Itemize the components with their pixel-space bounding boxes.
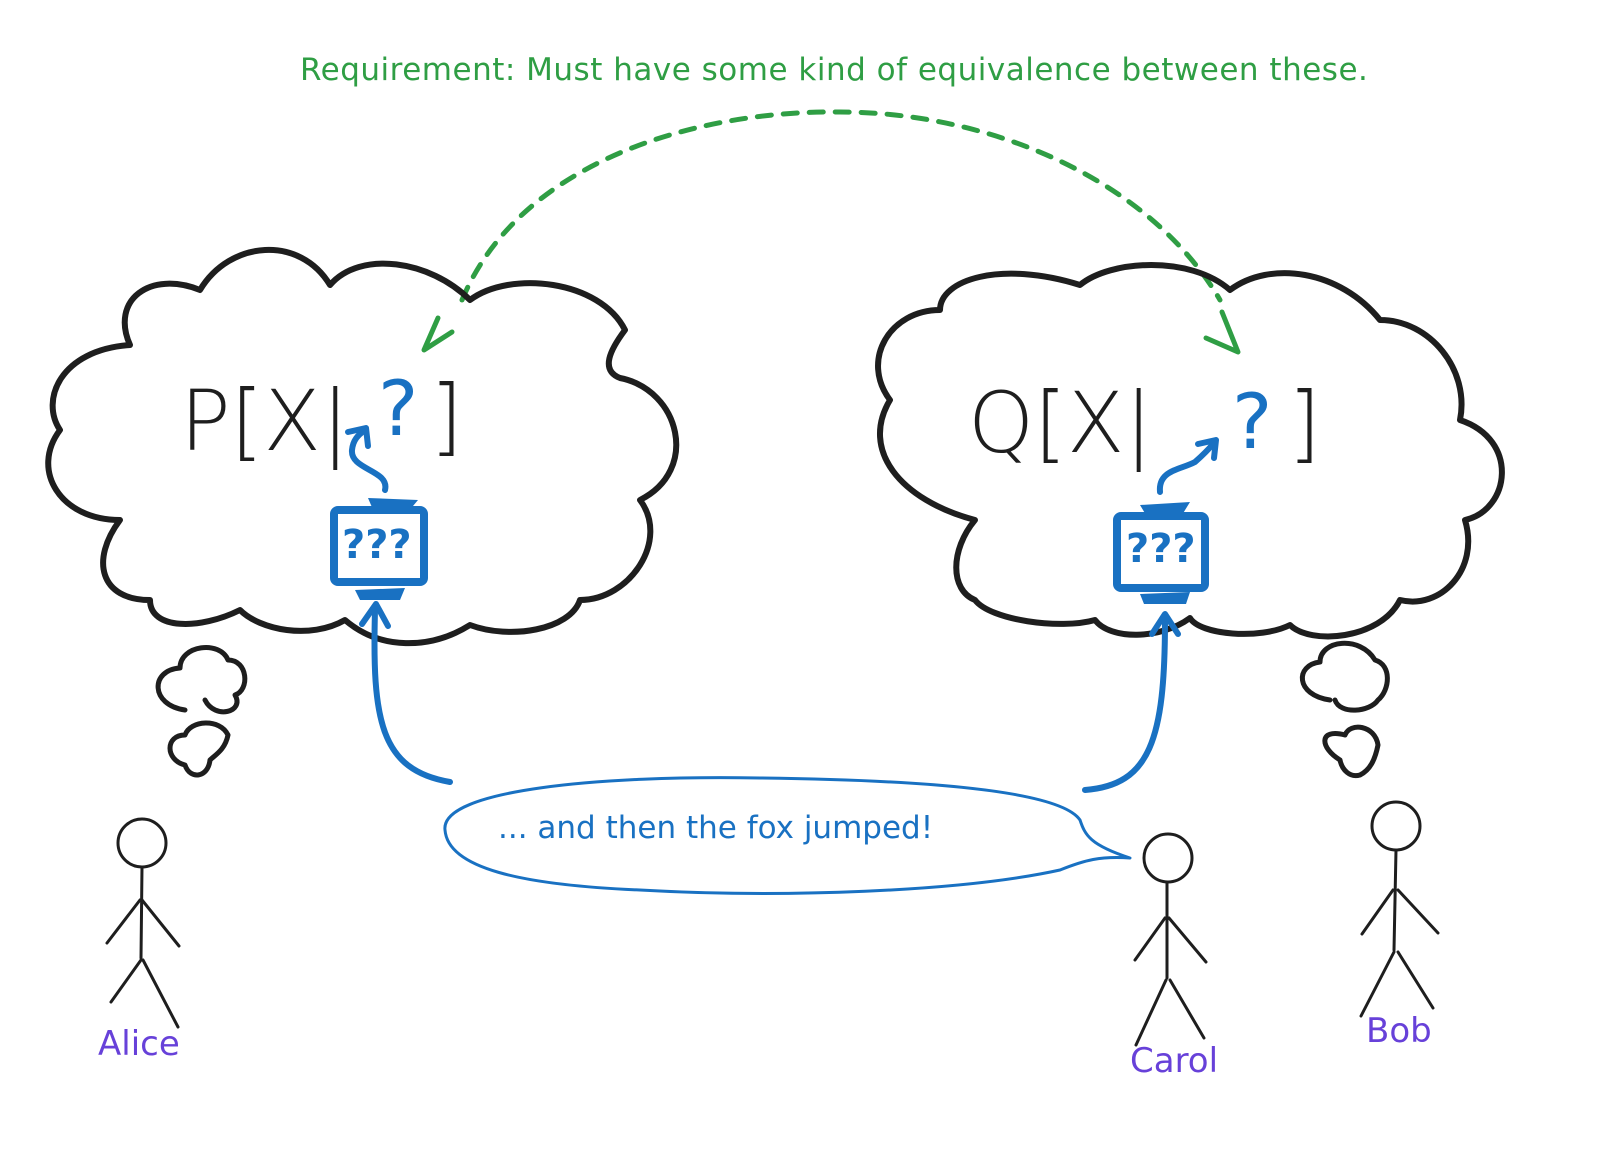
speech-bubble-outline (443, 776, 1132, 895)
thought-puff-right-large (1300, 640, 1390, 713)
alice-arms (105, 898, 181, 948)
bob-body (1392, 848, 1398, 952)
speech-bubble: ... and then the fox jumped! (443, 776, 1132, 895)
carol-legs (1134, 978, 1206, 1047)
alice-legs (109, 958, 180, 1029)
model-monitor-right-icon: ??? (1113, 502, 1209, 604)
input-arrow-right (1082, 617, 1168, 793)
equivalence-arrow (421, 109, 1241, 355)
squiggle-arrowhead-right-icon (1195, 437, 1219, 461)
monitor-left-screen-text: ??? (342, 522, 412, 568)
person-bob: Bob (1359, 800, 1440, 1051)
person-alice: Alice (98, 817, 181, 1064)
carol-name-label: Carol (1130, 1041, 1218, 1081)
cloud-outline-left (45, 247, 680, 647)
input-arrowhead-left-icon (359, 601, 391, 629)
formula-left-unknown: ? (378, 364, 418, 453)
model-monitor-left-icon: ??? (330, 498, 428, 600)
requirement-text: Requirement: Must have some kind of equi… (300, 52, 1368, 88)
thought-puff-right-small (1322, 724, 1381, 779)
arrowhead-right-icon (1203, 309, 1241, 355)
input-arrow-left (371, 607, 453, 785)
person-carol: Carol (1130, 832, 1218, 1081)
squiggle-arrowhead-left-icon (345, 425, 371, 449)
formula-right-suffix: ] (1288, 374, 1321, 472)
formula-right-prefix: Q[X| (968, 374, 1153, 472)
input-arrows (359, 601, 1181, 793)
thought-puff-left-large (155, 645, 248, 715)
bob-arms (1360, 888, 1440, 936)
thought-puff-left-small (167, 720, 231, 778)
alice-head (116, 817, 168, 869)
formula-left-suffix: ] (430, 367, 463, 465)
carol-arms (1133, 916, 1208, 964)
formula-right-unknown: ? (1232, 377, 1272, 466)
formula-left-prefix: P[X| (180, 372, 349, 470)
speech-bubble-text: ... and then the fox jumped! (498, 810, 933, 846)
squiggle-arrow-left (349, 427, 389, 493)
arrowhead-left-icon (421, 315, 455, 353)
alice-name-label: Alice (98, 1024, 180, 1064)
bob-name-label: Bob (1366, 1011, 1432, 1051)
carol-head (1142, 832, 1194, 884)
monitor-right-screen-text: ??? (1126, 526, 1196, 572)
bob-head (1370, 800, 1422, 852)
input-arrowhead-right-icon (1149, 611, 1181, 637)
thought-cloud-left: P[X| ? ] ??? (45, 247, 680, 778)
equivalence-arc (459, 109, 1223, 303)
squiggle-arrow-right (1156, 441, 1216, 495)
bob-legs (1359, 950, 1435, 1018)
thought-cloud-right: Q[X| ? ] ??? (875, 262, 1505, 779)
cloud-outline-right (875, 262, 1505, 640)
alice-body (139, 865, 144, 960)
